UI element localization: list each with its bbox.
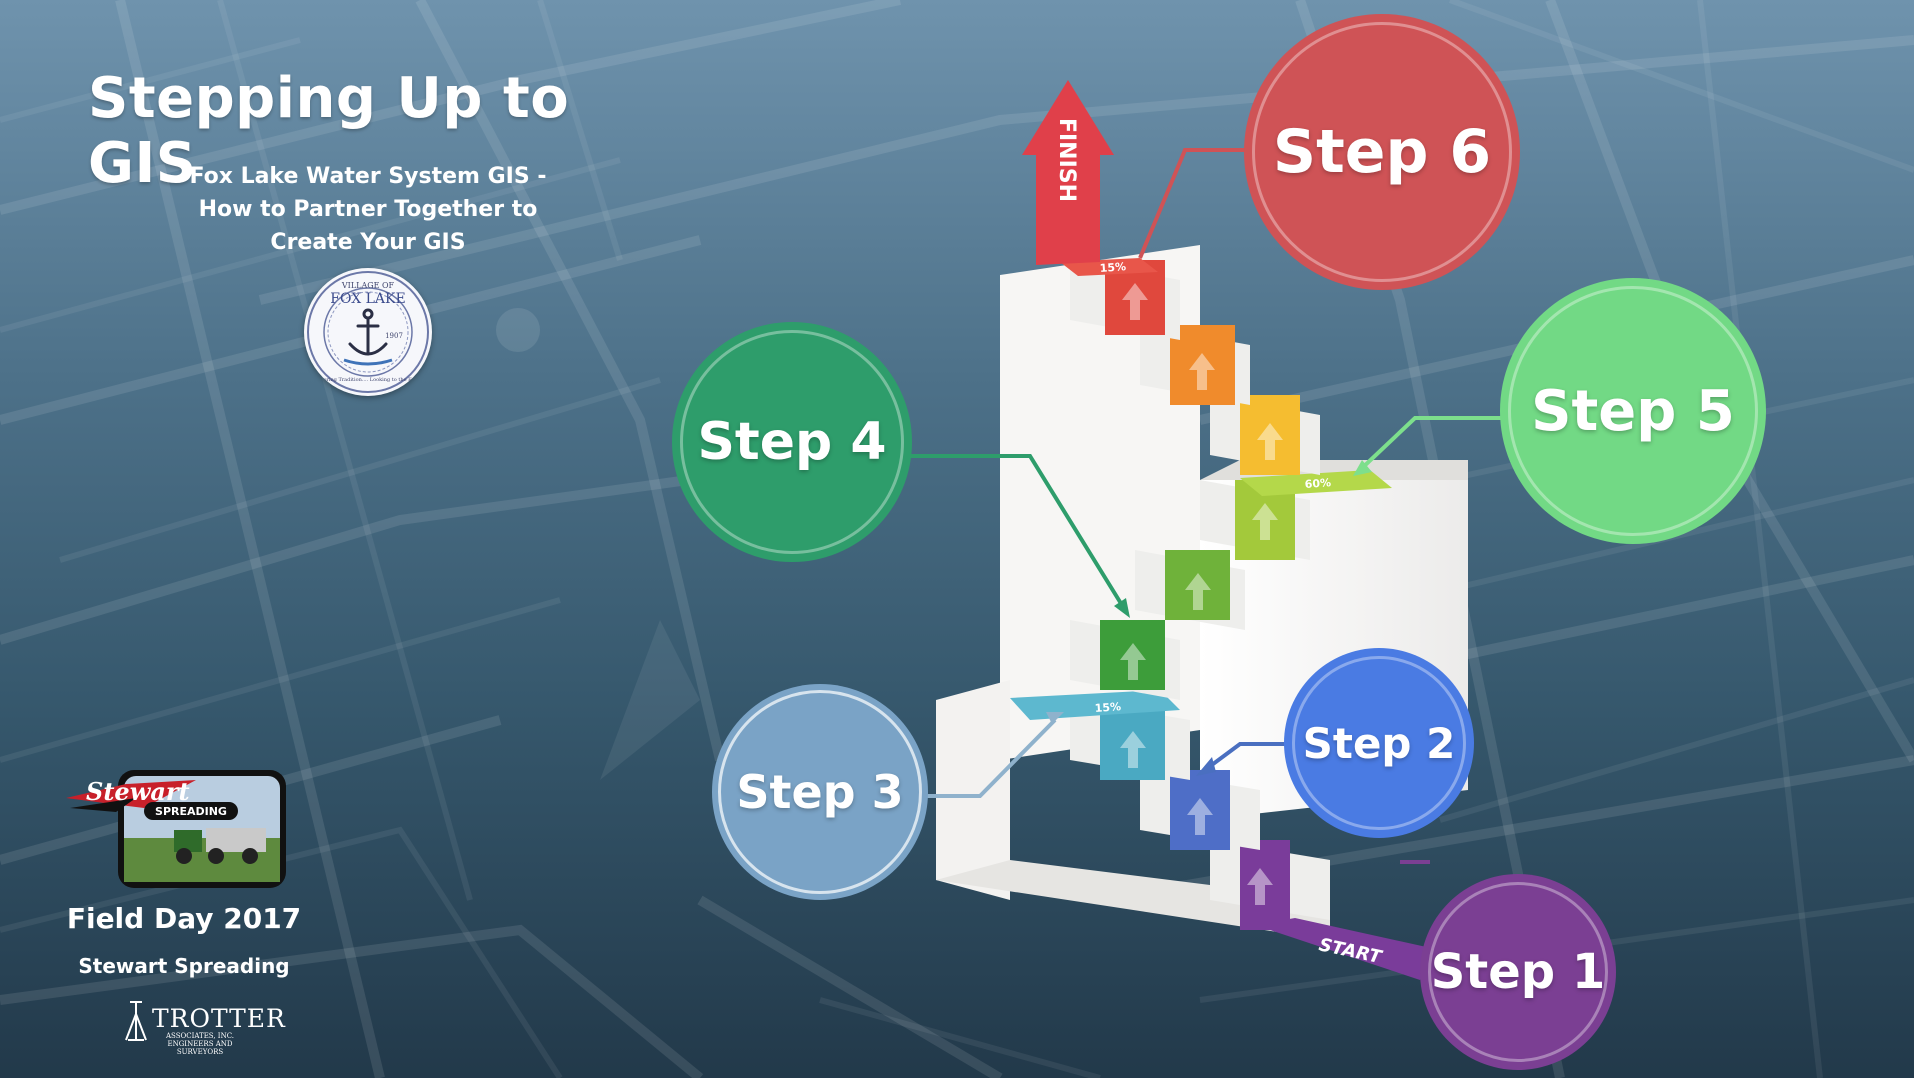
trotter-subtitle: ASSOCIATES, INC. ENGINEERS AND SURVEYORS [150, 1032, 250, 1056]
stair-tread-1 [1240, 840, 1290, 930]
stair-tread-8 [1170, 325, 1235, 405]
step-6-circle[interactable]: Step 6 [1244, 14, 1520, 290]
step-4-label: Step 4 [697, 412, 887, 472]
start-ramp [1255, 918, 1440, 980]
stair-tread-4 [1100, 620, 1165, 690]
stewart-logo-tagline: SPREADING [155, 805, 227, 818]
stair-lower-block [936, 680, 1010, 900]
trotter-line: ENGINEERS AND SURVEYORS [167, 1040, 233, 1056]
subtitle-line: Fox Lake Water System GIS - [189, 164, 547, 189]
step-1-circle[interactable]: Step 1 [1420, 874, 1616, 1070]
stewart-logo-name: Stewart [86, 777, 190, 806]
subtitle: Fox Lake Water System GIS - How to Partn… [168, 160, 568, 259]
step-3-circle[interactable]: Step 3 [712, 684, 928, 900]
trotter-name: TROTTER [152, 1004, 286, 1033]
subtitle-line: Create Your GIS [270, 230, 466, 255]
step-5-label: Step 5 [1531, 378, 1735, 444]
step-2-label: Step 2 [1302, 718, 1456, 768]
seal-top-text: VILLAGE OF [341, 281, 395, 290]
landing-label-1: 15% [1094, 700, 1121, 715]
stair-tread-5 [1165, 550, 1230, 620]
seal-name: FOX LAKE [330, 291, 405, 307]
connector-step-3 [925, 718, 1057, 798]
finish-arrow [1022, 80, 1114, 265]
page-title: Stepping Up to GIS [88, 66, 570, 196]
stair-tread-2 [1170, 770, 1230, 850]
step-2-circle[interactable]: Step 2 [1284, 648, 1474, 838]
stair-steps [1010, 258, 1392, 930]
landing-2 [1240, 470, 1392, 496]
stair-tread-6 [1235, 480, 1295, 560]
stair-tread-7 [1240, 395, 1300, 475]
trotter-logo-mark [125, 1001, 147, 1041]
connector-step-6 [1138, 148, 1250, 259]
finish-label: FINISH [1054, 118, 1079, 202]
connector-step-2 [1203, 742, 1290, 772]
stair-tread-9 [1105, 260, 1165, 335]
step-4-circle[interactable]: Step 4 [672, 322, 912, 562]
subtitle-line: How to Partner Together to [198, 197, 538, 222]
stewart-spreading-logo: Stewart SPREADING [66, 770, 286, 888]
step-3-label: Step 3 [736, 765, 904, 819]
step-5-circle[interactable]: Step 5 [1500, 278, 1766, 544]
landing-label-2: 60% [1304, 476, 1331, 491]
stair-tread-3 [1100, 700, 1165, 780]
connector-step-4 [905, 454, 1127, 612]
up-arrow-icons [1120, 283, 1283, 905]
seal-year: 1907 [385, 332, 403, 340]
landing-label-3: 15% [1099, 260, 1126, 275]
step-1-label: Step 1 [1430, 944, 1606, 1000]
fox-lake-seal-logo: VILLAGE OF FOX LAKE 1907 Anchoring Tradi… [304, 268, 432, 396]
trotter-line: ASSOCIATES, INC. [165, 1032, 235, 1040]
connector-step-5 [1358, 416, 1510, 472]
connector-arrowheads [1046, 460, 1372, 776]
field-day-subtitle: Stewart Spreading [78, 954, 290, 978]
field-day-title: Field Day 2017 [66, 902, 302, 935]
anchor-icon [348, 308, 388, 356]
step-6-label: Step 6 [1272, 117, 1492, 187]
seal-motto: Anchoring Tradition.... Looking to the F… [310, 377, 426, 383]
